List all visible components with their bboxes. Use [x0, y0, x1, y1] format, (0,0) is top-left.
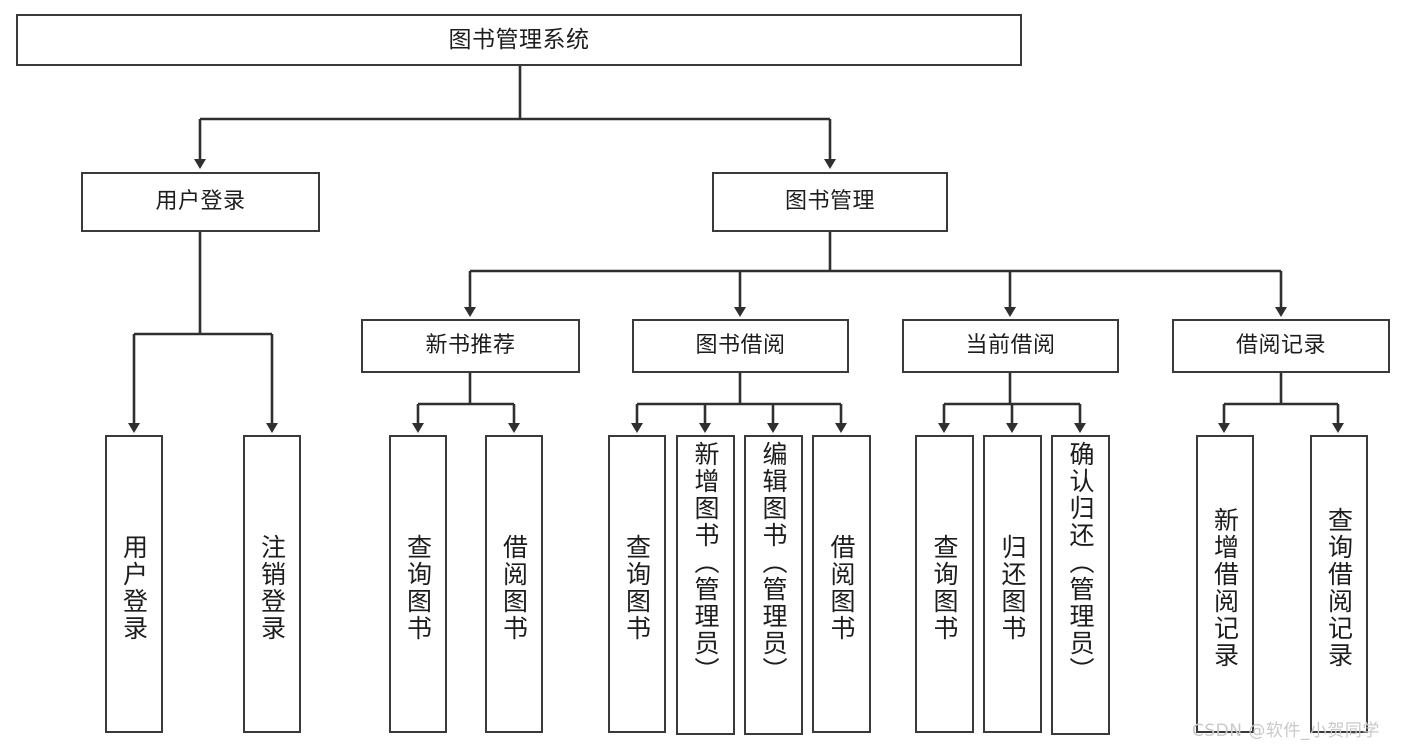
node-leaf-query-book-2-label: 查询图书	[622, 534, 652, 642]
node-leaf-borrow-book-1[interactable]: 借阅图书	[485, 435, 543, 733]
node-leaf-borrow-book-2-label: 借阅图书	[827, 534, 856, 642]
node-leaf-add-book[interactable]: 新增图书（管理员）	[676, 435, 735, 735]
node-current-borrow[interactable]: 当前借阅	[902, 319, 1119, 373]
node-leaf-user-login[interactable]: 用户登录	[105, 435, 163, 733]
node-root-label: 图书管理系统	[448, 26, 590, 53]
node-user-login[interactable]: 用户登录	[81, 172, 320, 232]
node-borrow-record[interactable]: 借阅记录	[1172, 319, 1390, 373]
node-leaf-borrow-book-1-label: 借阅图书	[499, 534, 529, 642]
node-leaf-borrow-book-2[interactable]: 借阅图书	[812, 435, 871, 733]
node-leaf-query-book-3-label: 查询图书	[930, 534, 959, 642]
node-leaf-logout[interactable]: 注销登录	[243, 435, 301, 733]
node-leaf-query-book-1-label: 查询图书	[403, 534, 433, 642]
node-leaf-query-book-1[interactable]: 查询图书	[389, 435, 447, 733]
node-leaf-edit-book-label: 编辑图书（管理员）	[759, 441, 788, 684]
node-leaf-query-book-2[interactable]: 查询图书	[608, 435, 666, 733]
node-leaf-add-record-label: 新增借阅记录	[1210, 507, 1240, 669]
node-borrow-record-label: 借阅记录	[1235, 333, 1326, 359]
node-new-book-rec-label: 新书推荐	[425, 333, 516, 359]
node-leaf-query-book-3[interactable]: 查询图书	[915, 435, 974, 733]
node-leaf-add-record[interactable]: 新增借阅记录	[1196, 435, 1254, 733]
node-book-borrow-label: 图书借阅	[695, 333, 786, 359]
node-root[interactable]: 图书管理系统	[16, 14, 1022, 66]
node-leaf-edit-book[interactable]: 编辑图书（管理员）	[744, 435, 803, 735]
node-new-book-rec[interactable]: 新书推荐	[361, 319, 580, 373]
node-book-borrow[interactable]: 图书借阅	[632, 319, 849, 373]
node-leaf-add-book-label: 新增图书（管理员）	[691, 441, 720, 684]
node-leaf-return-book[interactable]: 归还图书	[983, 435, 1042, 733]
node-leaf-logout-label: 注销登录	[257, 534, 287, 642]
node-user-login-label: 用户登录	[155, 189, 246, 215]
node-leaf-return-book-label: 归还图书	[998, 534, 1027, 642]
node-leaf-confirm-return-label: 确认归还（管理员）	[1066, 441, 1095, 684]
node-leaf-query-record-label: 查询借阅记录	[1324, 507, 1354, 669]
node-book-manage-label: 图书管理	[784, 189, 875, 215]
node-book-manage[interactable]: 图书管理	[712, 172, 948, 232]
node-leaf-user-login-label: 用户登录	[119, 534, 149, 642]
node-leaf-query-record[interactable]: 查询借阅记录	[1310, 435, 1368, 733]
node-current-borrow-label: 当前借阅	[965, 333, 1056, 359]
node-leaf-confirm-return[interactable]: 确认归还（管理员）	[1051, 435, 1110, 735]
